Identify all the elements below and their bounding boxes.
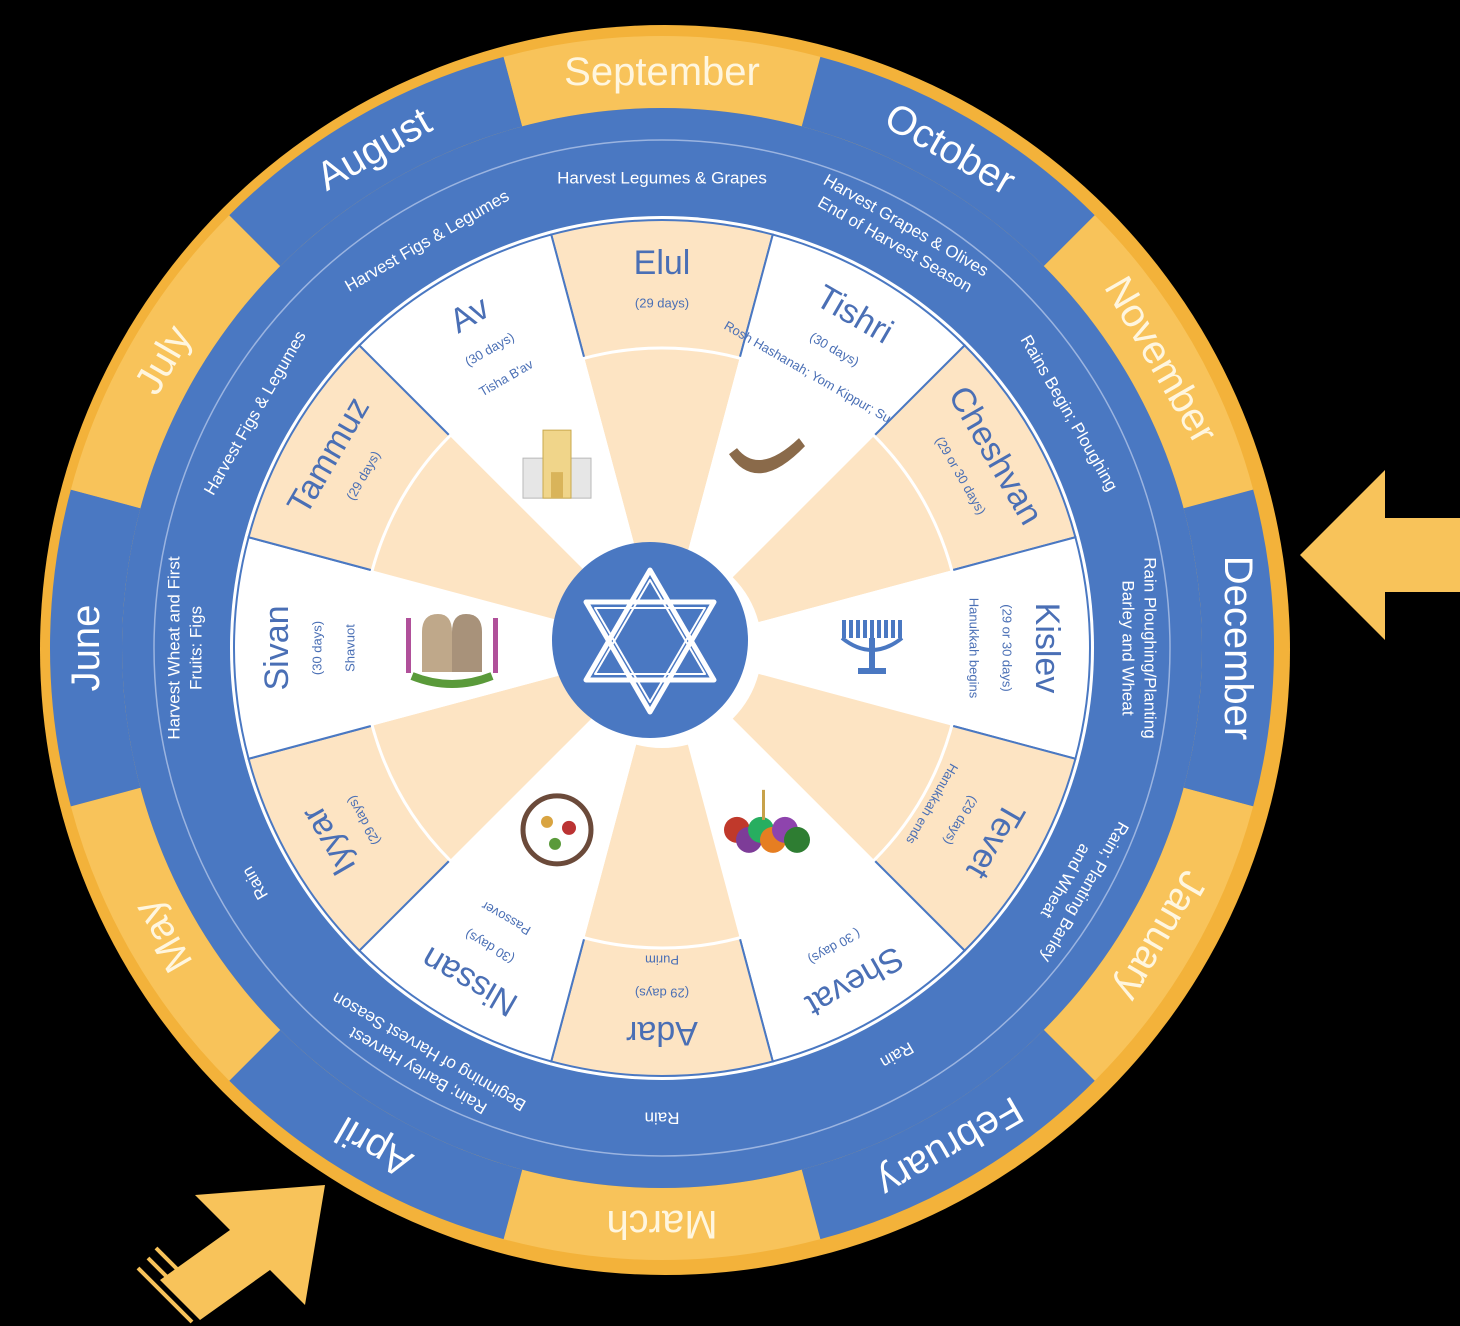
month-segment xyxy=(503,35,821,127)
month-segment xyxy=(70,787,281,1081)
month-segment xyxy=(1183,489,1274,807)
hebrew-month-wedge xyxy=(732,673,952,861)
hebrew-month-wedge xyxy=(732,435,952,623)
season-label: Rain Ploughing/Planting xyxy=(1141,557,1160,738)
hebrew-month-name: Adar xyxy=(626,1014,698,1052)
arrow-right-pointer-icon xyxy=(1300,470,1460,640)
harvest-fruits-icon xyxy=(724,789,810,853)
month-segment xyxy=(49,489,141,807)
seder-plate-icon xyxy=(520,793,594,867)
season-label: Harvest Legumes & Grapes xyxy=(557,169,767,188)
month-segment xyxy=(1043,787,1254,1081)
season-label: Fruits: Figs xyxy=(187,606,206,690)
month-label: December xyxy=(1216,556,1260,741)
hebrew-month-name: Kislev xyxy=(1028,603,1066,694)
month-label: September xyxy=(564,50,760,94)
month-segment xyxy=(229,1029,523,1240)
menorah-icon xyxy=(840,620,904,674)
hebrew-month-wedge xyxy=(687,358,875,578)
month-segment xyxy=(229,56,523,267)
month-segment xyxy=(503,1169,821,1260)
hebrew-month-name: Sivan xyxy=(258,605,296,690)
month-segment xyxy=(801,1029,1095,1240)
month-label: March xyxy=(606,1202,717,1246)
holiday-label: Hanukkah begins xyxy=(967,598,982,699)
hebrew-month-wedge xyxy=(372,673,592,861)
temple-icon xyxy=(522,429,592,499)
hebrew-month-wedge xyxy=(584,348,740,552)
holiday-label: Shavuot xyxy=(343,624,358,672)
hebrew-month-days: (29 or 30 days) xyxy=(1000,604,1015,691)
hebrew-month-name: Elul xyxy=(634,244,691,282)
month-segment xyxy=(70,215,281,509)
month-segment xyxy=(1043,215,1254,509)
holiday-icons xyxy=(406,429,904,867)
star-of-david-icon xyxy=(583,567,717,715)
hebrew-month-wedge xyxy=(372,435,592,623)
center-medallion xyxy=(552,542,748,738)
hebrew-month-days: (29 days) xyxy=(635,986,689,1001)
season-label: Rain xyxy=(645,1109,680,1128)
season-divider xyxy=(153,139,1171,1157)
shofar-icon xyxy=(729,438,805,474)
inner-divider xyxy=(360,346,964,950)
season-label: Harvest Wheat and First xyxy=(165,556,184,740)
hebrew-month-wedge xyxy=(584,744,740,949)
center-circle xyxy=(552,542,748,738)
month-label: June xyxy=(64,605,108,692)
arrow-bottom-left-pointer-icon xyxy=(136,1185,325,1324)
holiday-label: Purim xyxy=(645,953,679,968)
season-label: Barley and Wheat xyxy=(1119,580,1138,715)
hebrew-month-days: (30 days) xyxy=(310,621,325,675)
hebrew-month-days: (29 days) xyxy=(635,296,689,311)
month-segment xyxy=(801,56,1095,267)
tablets-icon xyxy=(406,614,498,688)
